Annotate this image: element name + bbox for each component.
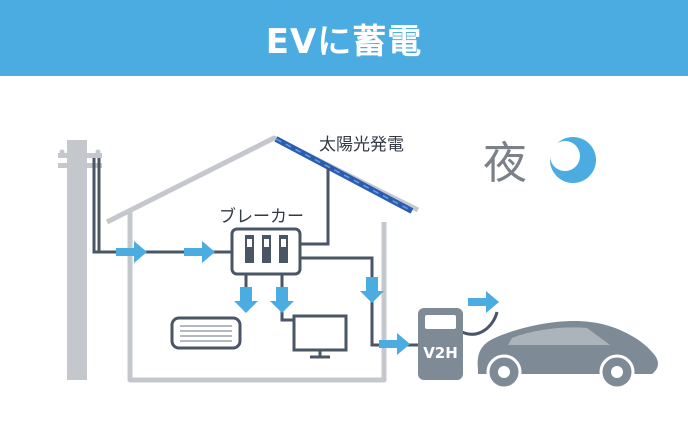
arrow-down-v2h — [360, 277, 384, 303]
header-bar: EVに蓄電 — [0, 0, 688, 76]
page-title: EVに蓄電 — [265, 21, 423, 62]
electric-car-icon — [477, 321, 658, 390]
night-label: 夜 — [483, 138, 527, 189]
breaker-icon — [230, 227, 302, 276]
tv-icon — [292, 314, 348, 359]
solar-label: 太陽光発電 — [319, 135, 404, 155]
arrow-right-v2h — [379, 333, 410, 355]
v2h-charger-icon: V2H — [418, 308, 463, 380]
breaker-label: ブレーカー — [219, 206, 304, 227]
arrow-right-1 — [116, 241, 147, 263]
air-conditioner-icon — [170, 316, 242, 350]
arrow-down-aircon — [234, 287, 258, 313]
v2h-label: V2H — [423, 344, 458, 362]
arrow-down-tv — [270, 287, 294, 313]
solar-panel-icon — [274, 136, 414, 214]
flow-arrows — [116, 241, 499, 355]
utility-pole-icon — [58, 140, 102, 380]
arrow-right-2 — [184, 241, 215, 263]
moon-icon — [550, 137, 596, 183]
arrow-right-car — [468, 291, 499, 313]
